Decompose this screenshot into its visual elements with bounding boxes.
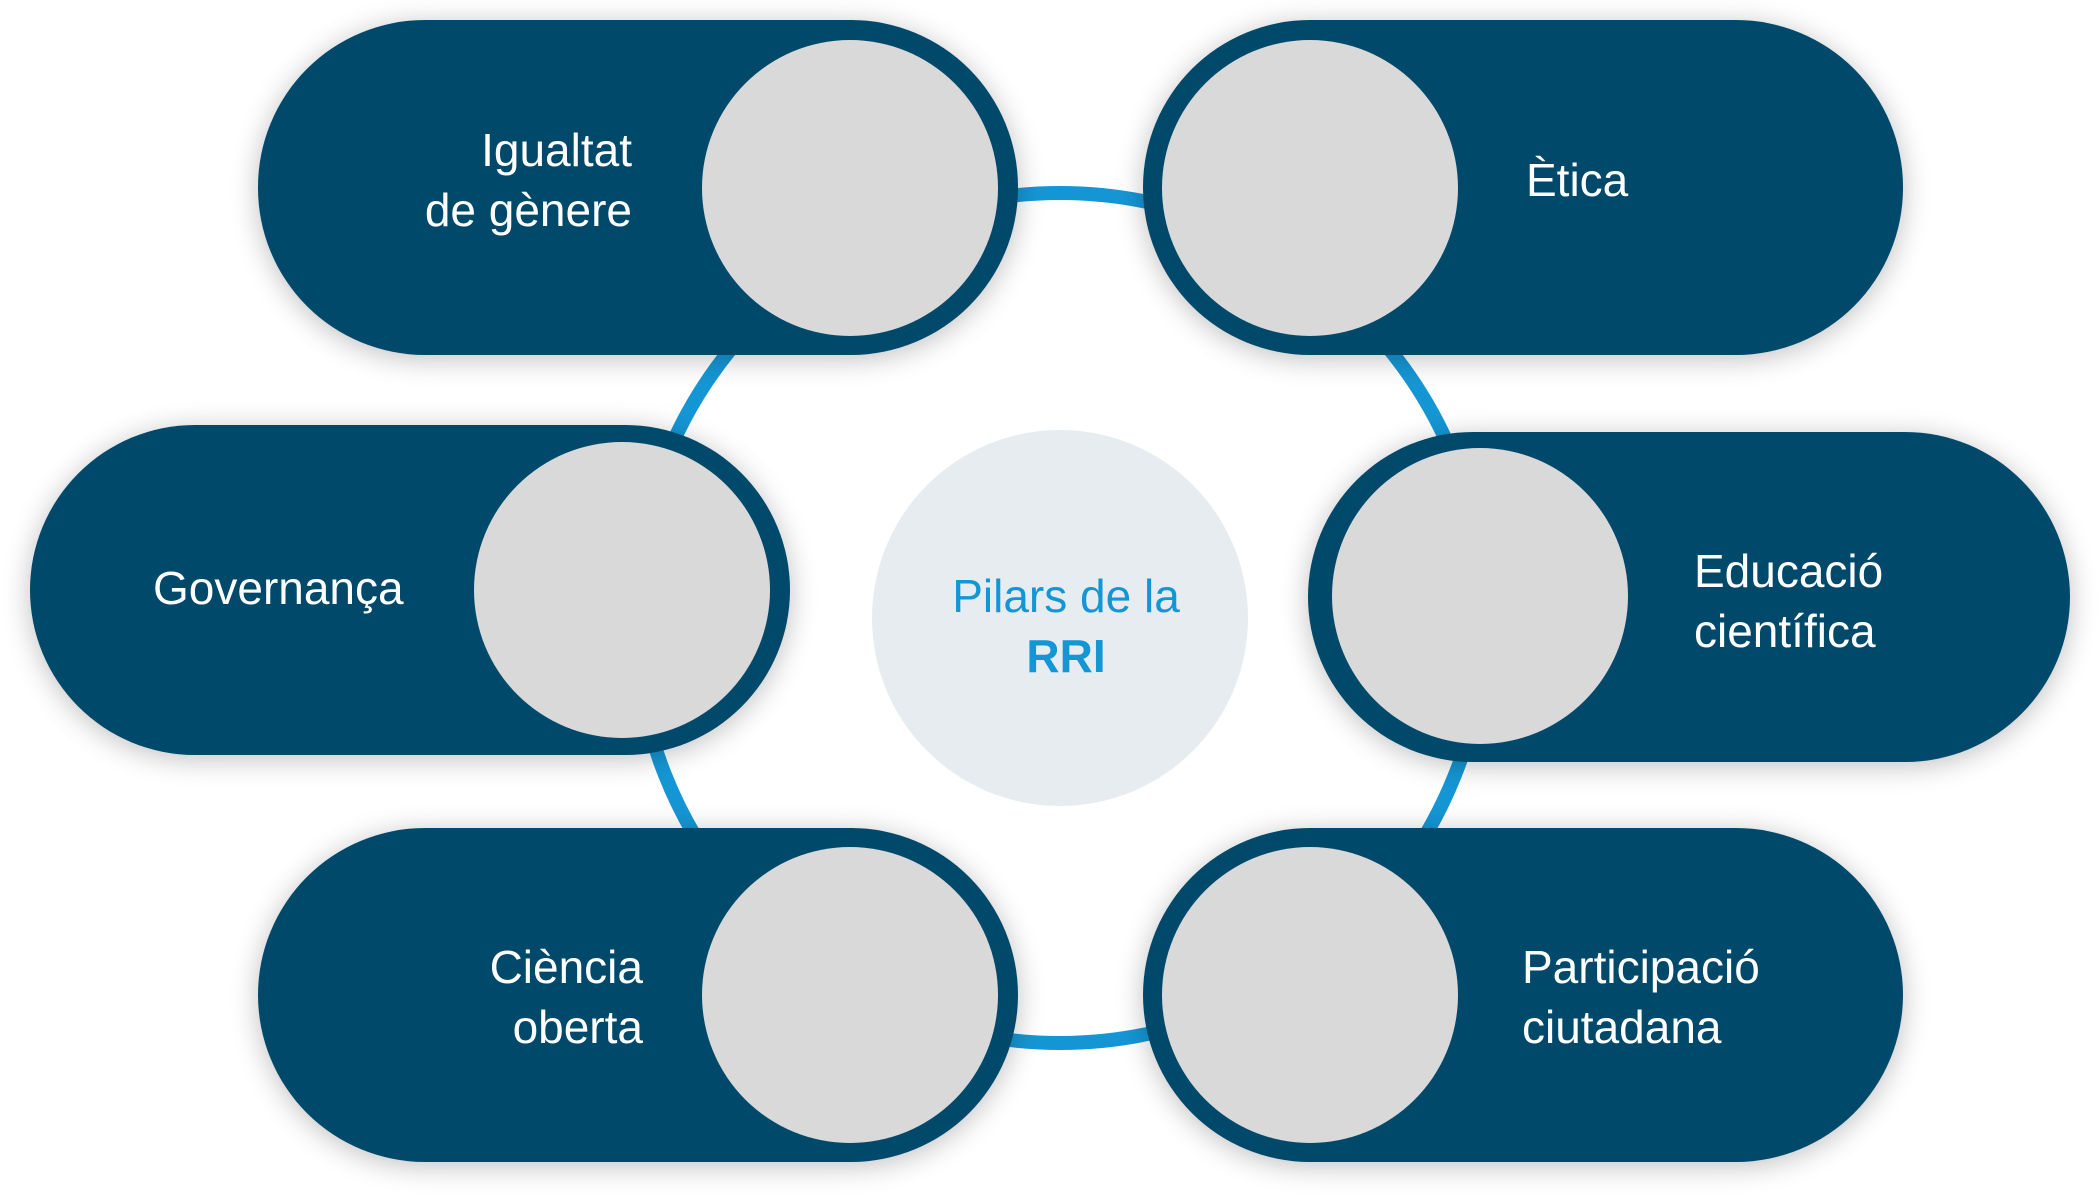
pillar-ciencia-oberta (258, 828, 1018, 1162)
center-circle (872, 430, 1248, 806)
pillar-inner-circle (1332, 448, 1628, 744)
pillar-participacio-ciutadana (1143, 828, 1903, 1162)
center-title-line1: Pilars de la (952, 570, 1180, 622)
pillar-inner-circle (474, 442, 770, 738)
pillar-label-participacio-line1: Participació (1522, 941, 1760, 993)
pillar-igualtat-de-genere (258, 20, 1018, 355)
pillar-label-educacio-line1: Educació (1694, 545, 1883, 597)
center-title-line2: RRI (1026, 630, 1105, 682)
pillar-label-ciencia-line1: Ciència (490, 941, 644, 993)
pillar-label-igualtat-line2: de gènere (425, 184, 632, 236)
center-hub: Pilars de la RRI (872, 430, 1248, 806)
pillar-inner-circle (1162, 847, 1458, 1143)
pillar-label-igualtat-line1: Igualtat (481, 124, 632, 176)
pillar-label-participacio-line2: ciutadana (1522, 1001, 1722, 1053)
pillar-label-ciencia-line2: oberta (513, 1001, 644, 1053)
pillar-governanca (30, 425, 790, 755)
pillar-etica (1143, 20, 1903, 355)
pillar-label-governanca: Governança (153, 562, 404, 614)
pillar-inner-circle (1162, 40, 1458, 336)
pillar-label-educacio-line2: científica (1694, 605, 1876, 657)
pillar-label-etica: Ètica (1526, 154, 1629, 206)
pillar-inner-circle (702, 40, 998, 336)
pillar-inner-circle (702, 847, 998, 1143)
pillar-educacio-cientifica (1308, 432, 2070, 762)
